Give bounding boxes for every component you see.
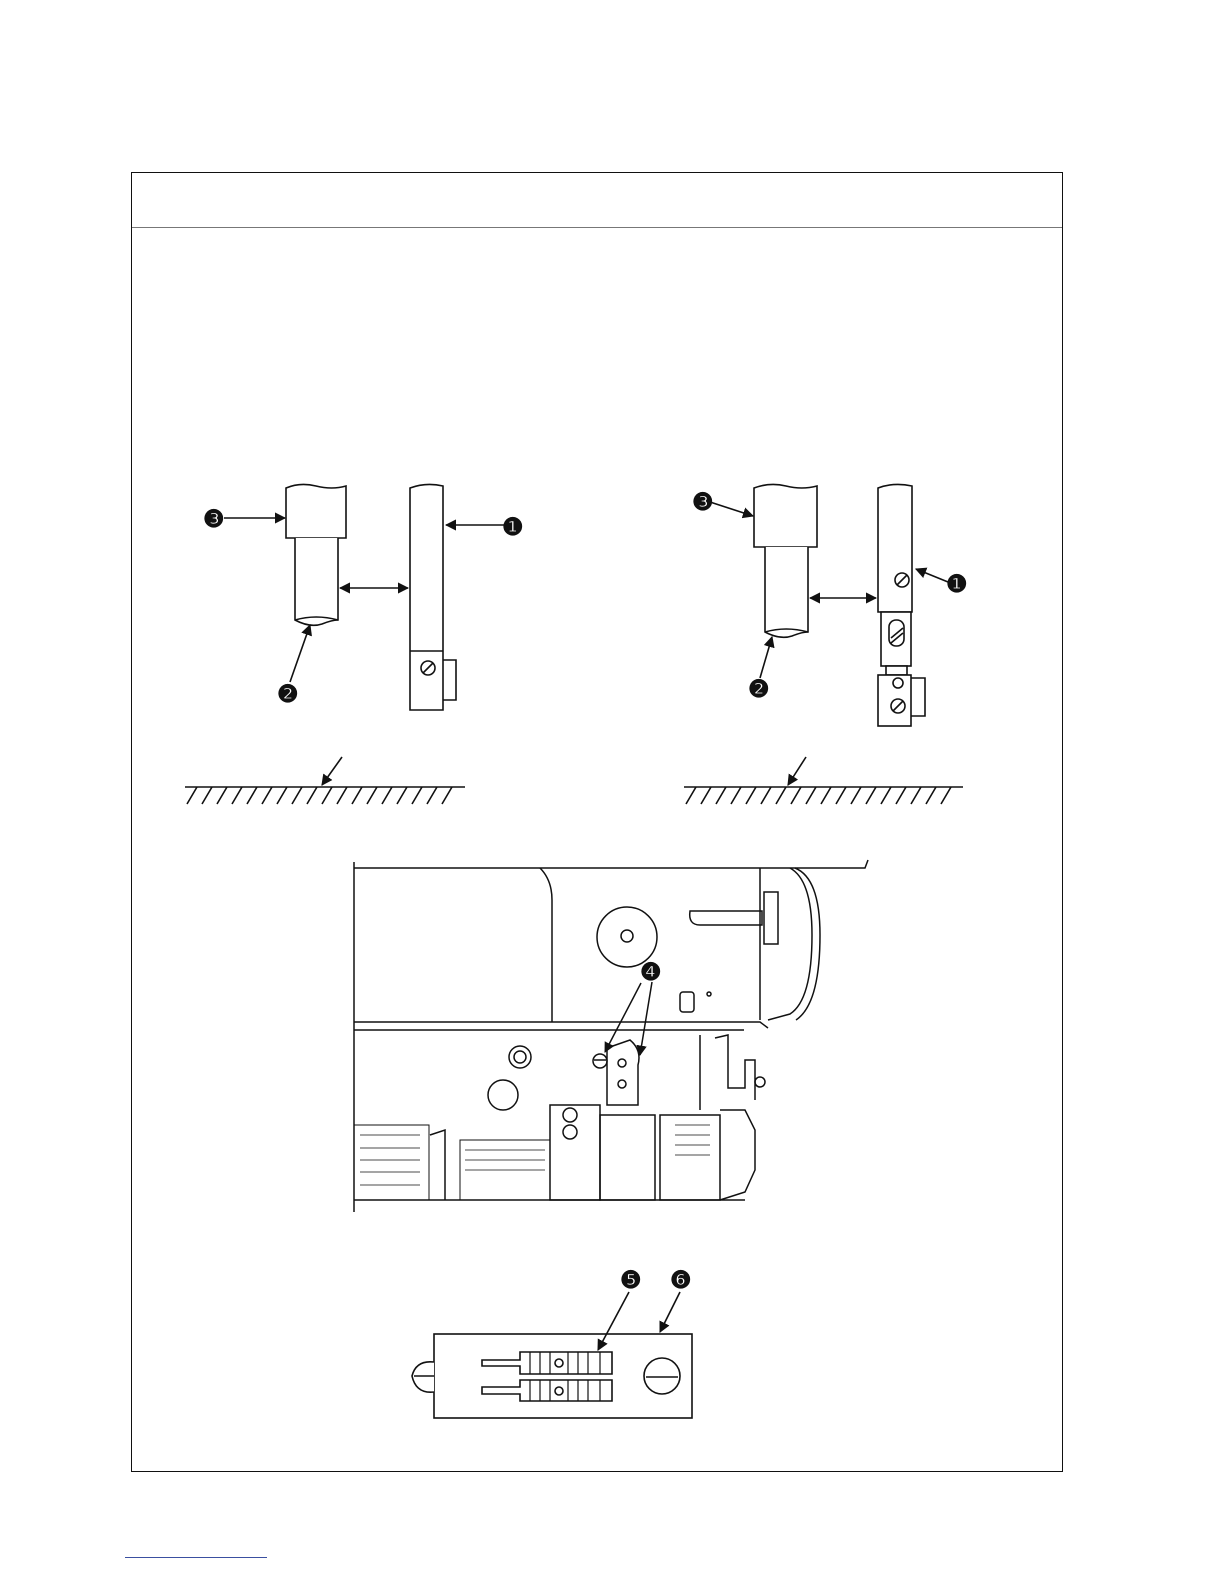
callout-5: ❺	[620, 1267, 642, 1294]
callout-4: ❹	[640, 959, 662, 986]
callout-2-right: ❷	[748, 676, 770, 703]
presser-bar-upper	[286, 484, 346, 538]
callouts-upper-left: ❸ ❶ ❷	[203, 506, 524, 708]
callout-3-right: ❸	[692, 489, 714, 516]
figure-upper-right	[684, 484, 963, 804]
footer-rule	[125, 1557, 267, 1558]
presser-bar-upper-right	[754, 484, 817, 547]
needle-bar-right	[765, 547, 808, 637]
throat-plate	[434, 1334, 692, 1418]
needle-guide-bar	[410, 484, 443, 710]
figure-upper-left	[185, 484, 505, 804]
callout-1-right: ❶	[946, 571, 968, 598]
figure-machine	[354, 860, 868, 1212]
hatching	[187, 787, 452, 804]
callouts-throat-plate: ❺ ❻	[620, 1267, 692, 1294]
needle-guide-bar-right	[878, 484, 912, 612]
callout-3-left: ❸	[203, 506, 225, 533]
callout-2-left: ❷	[277, 681, 299, 708]
callout-1-left: ❶	[502, 514, 524, 541]
needle-bar	[295, 538, 338, 625]
callout-6: ❻	[670, 1267, 692, 1294]
hatching-right	[686, 787, 951, 804]
callouts-upper-right: ❸ ❶ ❷	[692, 489, 968, 703]
screw-4	[593, 1054, 607, 1068]
figure-throat-plate	[412, 1292, 692, 1418]
callouts-machine: ❹	[640, 959, 662, 986]
